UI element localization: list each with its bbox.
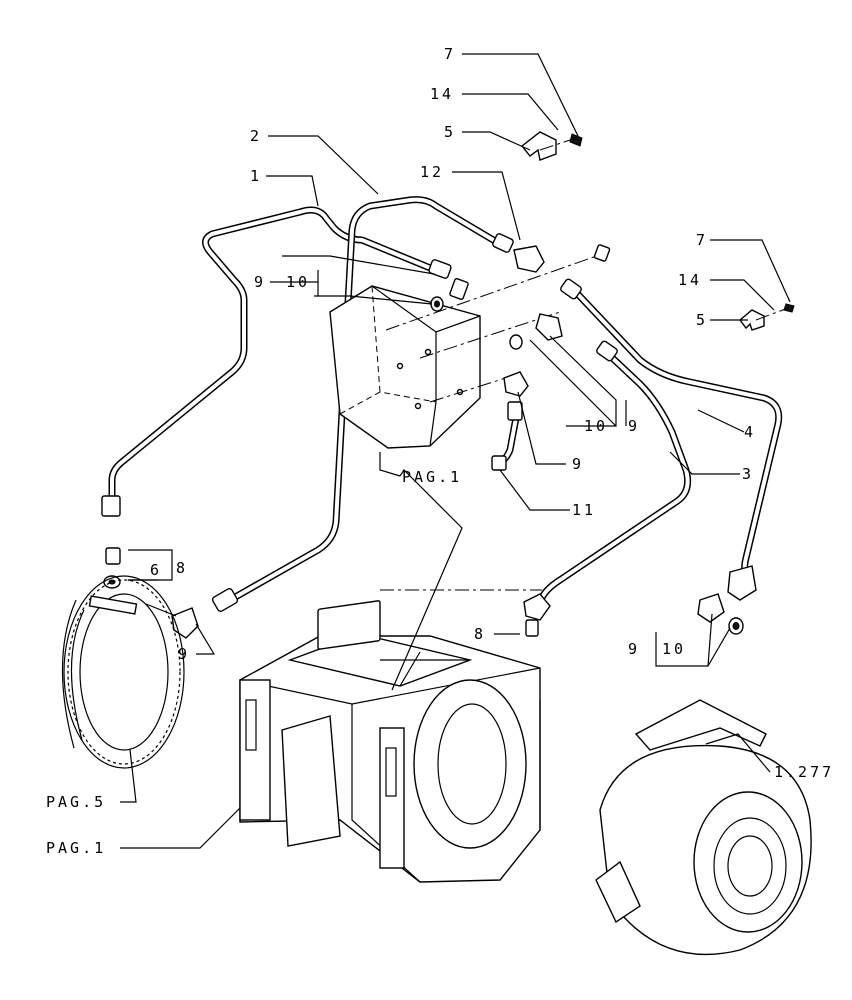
- label-5-right: 5: [696, 311, 708, 329]
- label-pag1-block: PAG.1: [402, 468, 462, 486]
- rear-housing: [595, 699, 812, 956]
- label-pag1-housing: PAG.1: [46, 839, 106, 857]
- ring-gear: [61, 575, 185, 769]
- label-7-right: 7: [696, 231, 708, 249]
- label-1-277: 1.277: [774, 763, 834, 781]
- label-6: 6: [150, 561, 162, 579]
- label-7-top: 7: [444, 45, 456, 63]
- label-8-right: 8: [474, 625, 486, 643]
- callout-labels: 7 14 5 12 2 1 9 10 7 14 5 10 9 4 9 3 11 …: [46, 45, 834, 857]
- pipe-1: [108, 206, 444, 504]
- gearbox-housing: [239, 600, 541, 883]
- label-4: 4: [744, 423, 756, 441]
- fittings: [101, 131, 795, 639]
- label-10-upper: 10: [286, 273, 310, 291]
- pipe-2: [226, 196, 504, 604]
- leader-lines: [120, 53, 791, 849]
- label-3: 3: [742, 465, 754, 483]
- label-14-top: 14: [430, 85, 454, 103]
- label-9-upper: 9: [254, 273, 266, 291]
- label-14-right: 14: [678, 271, 702, 289]
- label-12: 12: [420, 163, 444, 181]
- label-9-elbow: 9: [572, 455, 584, 473]
- label-pag5: PAG.5: [46, 793, 106, 811]
- label-5-top: 5: [444, 123, 456, 141]
- pipe-3: [536, 348, 692, 606]
- label-9-left: 9: [178, 645, 190, 663]
- label-8-left: 8: [176, 559, 188, 577]
- assembly-centerlines: [380, 251, 609, 591]
- label-10-lower: 10: [662, 640, 686, 658]
- label-2: 2: [250, 127, 262, 145]
- label-11: 11: [572, 501, 596, 519]
- label-1: 1: [250, 167, 262, 185]
- label-9-lower: 9: [628, 640, 640, 658]
- label-9-mid: 9: [628, 417, 640, 435]
- valve-block: [329, 285, 481, 449]
- label-10-mid: 10: [584, 417, 608, 435]
